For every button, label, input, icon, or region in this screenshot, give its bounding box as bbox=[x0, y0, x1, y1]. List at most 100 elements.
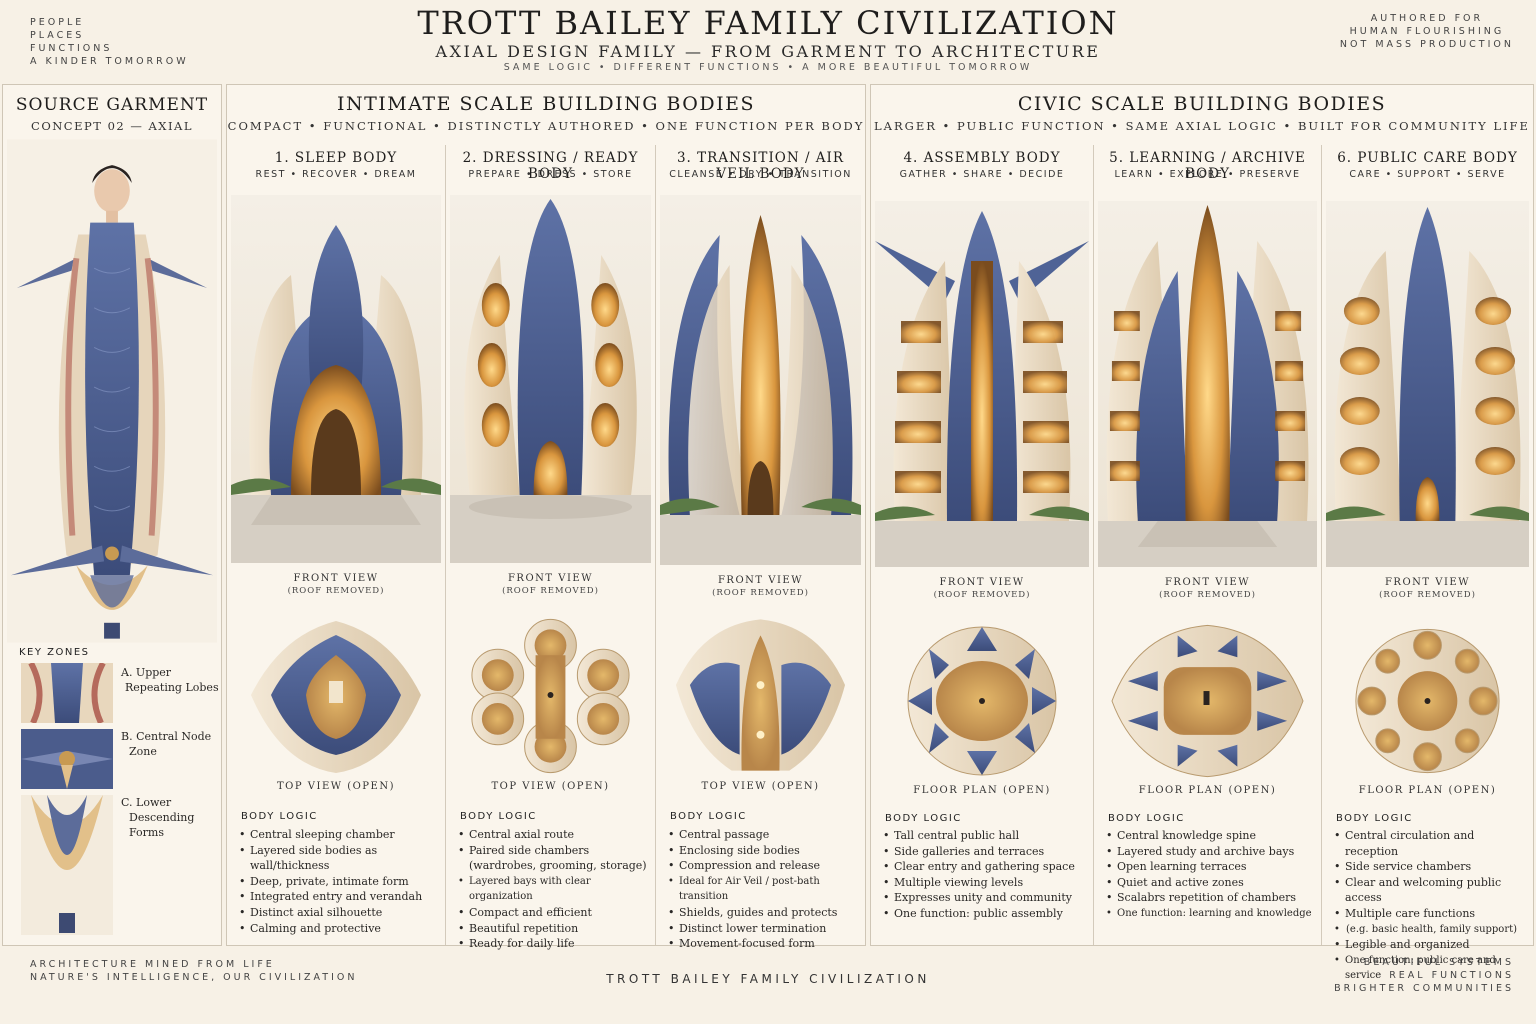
logic-item-continued: (wardrobes, grooming, storage) bbox=[469, 859, 647, 873]
floor-plan-label: FLOOR PLAN (OPEN) bbox=[1138, 785, 1277, 796]
logic-item: One function: public care and service bbox=[1334, 953, 1527, 984]
logic-item: Scalabrs repetition of chambers bbox=[1106, 890, 1315, 906]
logic-item: Beautiful repetition bbox=[458, 921, 649, 937]
dressing-body-top-view bbox=[460, 615, 641, 777]
front-view-sublabel: (ROOF REMOVED) bbox=[502, 586, 599, 596]
front-view-label: FRONT VIEW bbox=[939, 577, 1025, 588]
front-view-sublabel: (ROOF REMOVED) bbox=[933, 590, 1031, 600]
footer-right: BEAUTIFUL SYSTEMS REAL FUNCTIONS BRIGHTE… bbox=[1334, 956, 1514, 995]
page-tagline: SAME LOGIC • DIFFERENT FUNCTIONS • A MOR… bbox=[503, 62, 1033, 73]
corner-text: AUTHORED FOR bbox=[1370, 13, 1484, 24]
assembly-floor-plan bbox=[885, 621, 1079, 781]
logic-item: Ideal for Air Veil / post-bath transitio… bbox=[668, 874, 859, 905]
logic-item: Central passage bbox=[668, 827, 859, 843]
body-title: 5. LEARNING / ARCHIVE BODY bbox=[1109, 150, 1306, 182]
zone-label-line: Zone bbox=[129, 745, 157, 758]
dressing-body-column: 2. DRESSING / READY BODY PREPARE • DRESS… bbox=[445, 145, 655, 951]
logic-item: Distinct lower termination bbox=[668, 921, 859, 937]
logic-item: Open learning terraces bbox=[1106, 859, 1315, 875]
garment-title: SOURCE GARMENT bbox=[15, 95, 209, 115]
logic-item: Side service chambers bbox=[1334, 859, 1527, 875]
logic-item: Expresses unity and community bbox=[883, 890, 1087, 906]
front-view-sublabel: (ROOF REMOVED) bbox=[287, 586, 385, 596]
transition-body-top-view bbox=[670, 615, 851, 777]
sleep-body-column: 1. SLEEP BODY REST • RECOVER • DREAM FRO… bbox=[227, 145, 445, 945]
sleep-body-front-render bbox=[231, 195, 441, 563]
page-title: TROTT BAILEY FAMILY CIVILIZATION bbox=[417, 4, 1119, 42]
zone-label-line: Descending bbox=[129, 811, 195, 824]
public-care-floor-plan bbox=[1336, 621, 1519, 781]
zone-c-label: C. Lower Descending Forms bbox=[121, 795, 194, 840]
body-logic-list: Central knowledge spine Layered study an… bbox=[1106, 828, 1315, 922]
body-logic-list: Tall central public hall Side galleries … bbox=[883, 828, 1087, 922]
logic-item: Paired side chambers bbox=[458, 843, 649, 859]
zone-c-thumbnail bbox=[21, 795, 113, 935]
footer-line: BEAUTIFUL SYSTEMS bbox=[1363, 957, 1514, 968]
logic-item: Enclosing side bodies bbox=[668, 843, 859, 859]
logic-item: Central sleeping chamber bbox=[239, 827, 439, 843]
intimate-section-title: INTIMATE SCALE BUILDING BODIES bbox=[336, 93, 756, 115]
body-subtitle: CARE • SUPPORT • SERVE bbox=[1349, 169, 1506, 180]
zone-b-label: B. Central Node Zone bbox=[121, 729, 211, 759]
logic-item: Layered bays with clear organization bbox=[458, 874, 649, 905]
zone-label-line: Forms bbox=[129, 826, 164, 839]
logic-item: Layered side bodies as wall/thickness bbox=[239, 843, 439, 874]
front-view-label: FRONT VIEW bbox=[507, 573, 593, 584]
top-view-label: TOP VIEW (OPEN) bbox=[701, 781, 820, 792]
key-zones-title: KEY ZONES bbox=[19, 647, 90, 658]
footer-center-title: TROTT BAILEY FAMILY CIVILIZATION bbox=[606, 972, 930, 986]
logic-item: Compression and release bbox=[668, 858, 859, 874]
logic-item: Distinct axial silhouette bbox=[239, 905, 439, 921]
learning-body-front-render bbox=[1098, 201, 1317, 567]
body-logic-title: BODY LOGIC bbox=[241, 811, 318, 822]
zone-label-line: A. Upper bbox=[121, 666, 172, 679]
logic-item: Ready for daily life bbox=[458, 936, 649, 952]
body-title: 4. ASSEMBLY BODY bbox=[903, 150, 1061, 166]
body-logic-list: Central circulation and reception Side s… bbox=[1334, 828, 1527, 984]
corner-text: NOT MASS PRODUCTION bbox=[1339, 39, 1514, 50]
sleep-body-top-view bbox=[241, 615, 431, 777]
top-view-label: TOP VIEW (OPEN) bbox=[491, 781, 610, 792]
zone-a-thumbnail bbox=[21, 663, 113, 723]
assembly-body-front-render bbox=[875, 201, 1089, 567]
page-subtitle: AXIAL DESIGN FAMILY — FROM GARMENT TO AR… bbox=[435, 42, 1101, 61]
logic-item: Layered study and archive bays bbox=[1106, 844, 1315, 860]
logic-item: Compact and efficient bbox=[458, 905, 649, 921]
logic-item: Shields, guides and protects bbox=[668, 905, 859, 921]
body-title: 2. DRESSING / READY BODY bbox=[462, 150, 639, 182]
logic-item: Multiple care functions bbox=[1334, 906, 1527, 922]
corner-text: FUNCTIONS bbox=[30, 43, 113, 54]
body-title: 6. PUBLIC CARE BODY bbox=[1337, 150, 1518, 166]
logic-item: Central circulation and reception bbox=[1334, 828, 1527, 859]
header-tagline-right: AUTHORED FOR HUMAN FLOURISHING NOT MASS … bbox=[1340, 12, 1514, 51]
logic-item: Clear and welcoming public access bbox=[1334, 875, 1527, 906]
public-care-body-column: 6. PUBLIC CARE BODY CARE • SUPPORT • SER… bbox=[1321, 145, 1533, 981]
footer-line: NATURE'S INTELLIGENCE, OUR CIVILIZATION bbox=[30, 972, 358, 983]
corner-text: PEOPLE bbox=[30, 17, 85, 28]
transition-body-column: 3. TRANSITION / AIR VEIL BODY CLEANSE • … bbox=[655, 145, 865, 951]
footer-line: REAL FUNCTIONS bbox=[1389, 970, 1514, 981]
front-view-sublabel: (ROOF REMOVED) bbox=[1159, 590, 1256, 600]
zone-label-line: C. Lower bbox=[121, 796, 172, 809]
dressing-body-front-render bbox=[450, 195, 651, 563]
footer-line: ARCHITECTURE MINED FROM LIFE bbox=[30, 959, 275, 970]
zone-label-line: Repeating Lobes bbox=[125, 681, 219, 694]
body-logic-list: Central axial route Paired side chambers… bbox=[458, 827, 649, 952]
logic-item: Central knowledge spine bbox=[1106, 828, 1315, 844]
logic-item: Clear entry and gathering space bbox=[883, 859, 1087, 875]
learning-floor-plan bbox=[1108, 621, 1307, 781]
body-logic-title: BODY LOGIC bbox=[670, 811, 747, 822]
garment-subtitle: CONCEPT 02 — AXIAL bbox=[31, 119, 193, 133]
zone-a-label: A. Upper Repeating Lobes bbox=[121, 665, 219, 695]
zone-label-line: B. Central Node bbox=[121, 730, 212, 743]
public-care-body-front-render bbox=[1326, 201, 1529, 567]
logic-item: One function: learning and knowledge bbox=[1106, 906, 1315, 922]
civic-section-subtitle: LARGER • PUBLIC FUNCTION • SAME AXIAL LO… bbox=[874, 119, 1530, 133]
logic-item-continued: (e.g. basic health, family support) bbox=[1334, 922, 1527, 938]
body-title: 3. TRANSITION / AIR VEIL BODY bbox=[676, 150, 845, 182]
front-view-label: FRONT VIEW bbox=[1164, 577, 1250, 588]
learning-body-column: 5. LEARNING / ARCHIVE BODY LEARN • EXPLO… bbox=[1093, 145, 1321, 945]
intimate-section-subtitle: COMPACT • FUNCTIONAL • DISTINCTLY AUTHOR… bbox=[227, 119, 865, 133]
body-logic-title: BODY LOGIC bbox=[1336, 813, 1413, 824]
civic-scale-panel: CIVIC SCALE BUILDING BODIES LARGER • PUB… bbox=[870, 84, 1534, 981]
